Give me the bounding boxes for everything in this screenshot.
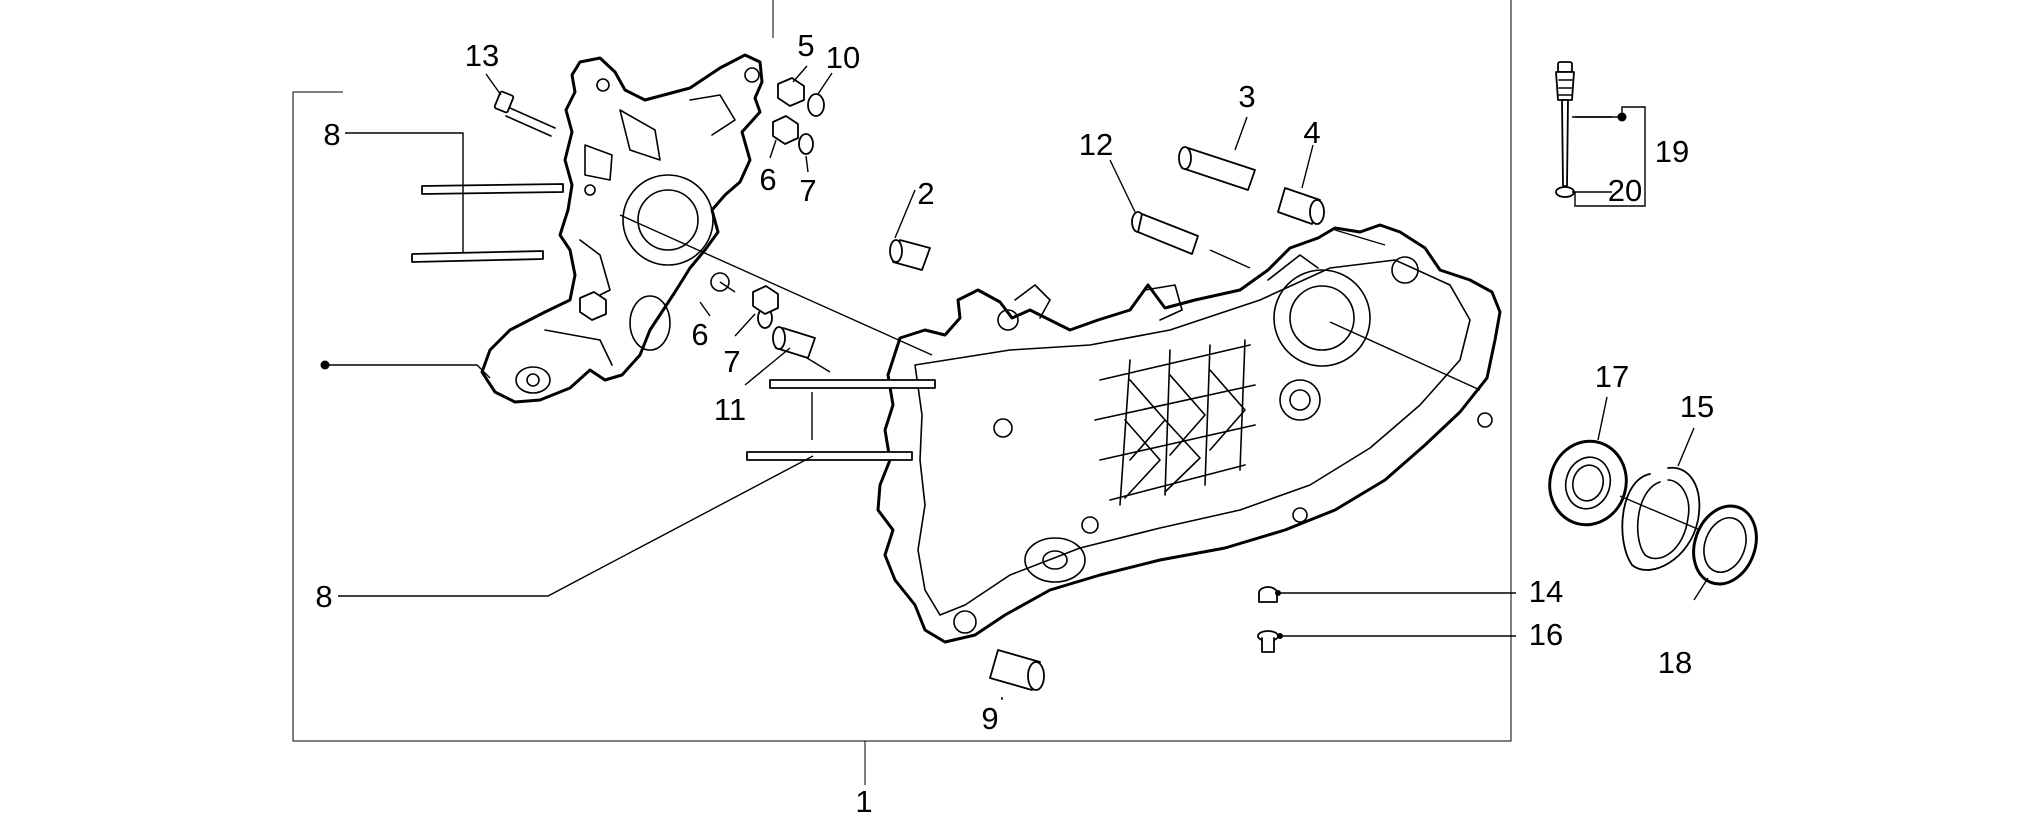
callout-7-mid: 7 xyxy=(723,344,740,379)
assembly-frame xyxy=(292,0,1512,785)
studs-8-upper xyxy=(411,183,564,263)
left-crankcase-half xyxy=(480,53,764,404)
callout-9: 9 xyxy=(981,701,998,736)
callout-12: 12 xyxy=(1079,127,1113,162)
callout-17: 17 xyxy=(1595,359,1629,394)
bearing-17 xyxy=(1548,439,1628,527)
callout-15: 15 xyxy=(1680,389,1714,424)
dipstick-19-oring-20 xyxy=(1555,61,1575,198)
callout-19: 19 xyxy=(1655,134,1689,169)
leader-lines xyxy=(325,65,1709,700)
callout-4: 4 xyxy=(1303,115,1320,150)
callout-labels: 1 2 3 4 5 6 6 7 7 8 8 9 10 11 12 13 14 1… xyxy=(315,28,1714,819)
leader-dots xyxy=(320,112,1627,639)
callout-11: 11 xyxy=(714,392,746,427)
nuts-washers-top xyxy=(772,77,825,155)
callout-8-lower: 8 xyxy=(315,579,332,614)
callout-1: 1 xyxy=(855,784,872,819)
callout-5: 5 xyxy=(797,28,814,63)
callout-18: 18 xyxy=(1658,645,1692,680)
circlip-15 xyxy=(1621,466,1701,571)
callout-13: 13 xyxy=(465,38,499,73)
sleeve-9 xyxy=(989,649,1045,691)
pin-3 xyxy=(1178,146,1256,191)
screw-12 xyxy=(1131,211,1199,255)
right-crankcase-half xyxy=(876,223,1502,644)
bolt-13 xyxy=(493,90,556,137)
callout-7-top: 7 xyxy=(799,173,816,208)
oil-seal-18 xyxy=(1692,504,1758,586)
plug-14-screw-16 xyxy=(1257,586,1279,653)
callout-16: 16 xyxy=(1529,617,1563,652)
studs-8-lower xyxy=(746,379,936,461)
assembly-axes xyxy=(619,214,1701,531)
callout-14: 14 xyxy=(1529,574,1563,609)
bush-4 xyxy=(1277,187,1325,225)
dowel-2 xyxy=(889,239,931,271)
dowel-11 xyxy=(772,326,816,359)
callout-8-upper: 8 xyxy=(323,117,340,152)
callout-3: 3 xyxy=(1238,79,1255,114)
callout-6-top: 6 xyxy=(759,162,776,197)
callout-10: 10 xyxy=(826,40,860,75)
callout-6-mid: 6 xyxy=(691,317,708,352)
nut-washer-middle xyxy=(579,285,779,329)
callout-2: 2 xyxy=(917,176,934,211)
callout-20: 20 xyxy=(1608,173,1642,208)
